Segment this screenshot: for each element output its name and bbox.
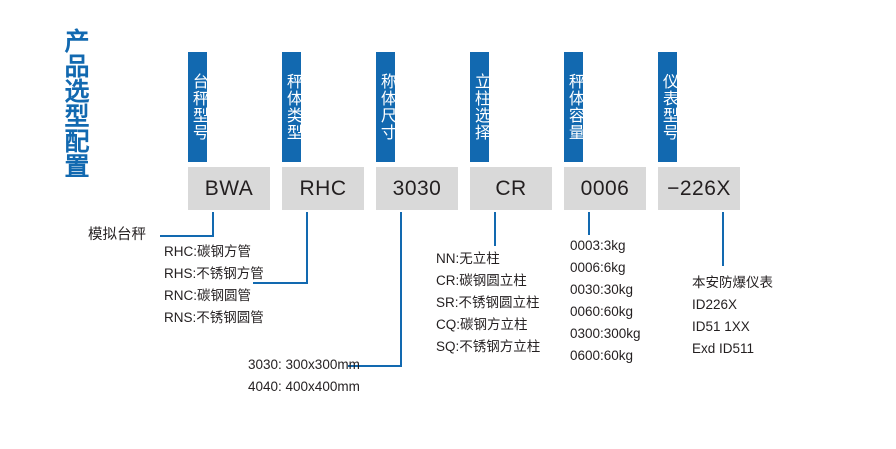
connector-line-2-horizontal	[253, 282, 308, 284]
connector-line-6-vertical	[722, 212, 724, 266]
connector-line-2-vertical	[306, 212, 308, 284]
column-value-body-type: RHC	[282, 167, 364, 210]
column-value-post: CR	[470, 167, 552, 210]
spec-column-1: 台秤型号 BWA	[188, 52, 270, 210]
column-header-size: 称体尺寸	[376, 52, 395, 162]
note-posts: NN:无立柱 CR:碳钢圆立柱 SR:不锈钢圆立柱 CQ:碳钢方立柱 SQ:不锈…	[436, 251, 541, 354]
column-header-body-type: 秤体类型	[282, 52, 301, 162]
column-value-instrument: −226X	[658, 167, 740, 210]
spec-column-4: 立柱选择 CR	[470, 52, 552, 210]
column-header-capacity: 秤体容量	[564, 52, 583, 162]
note-capacities: 0003:3kg 0006:6kg 0030:30kg 0060:60kg 03…	[570, 238, 641, 363]
connector-line-3-vertical	[400, 212, 402, 367]
column-value-capacity: 0006	[564, 167, 646, 210]
note-body-types: RHC:碳钢方管 RHS:不锈钢方管 RNC:碳钢圆管 RNS:不锈钢圆管	[164, 244, 264, 325]
spec-column-2: 秤体类型 RHC	[282, 52, 364, 210]
connector-line-3-horizontal	[348, 365, 402, 367]
column-header-post: 立柱选择	[470, 52, 489, 162]
column-value-size: 3030	[376, 167, 458, 210]
note-instruments: 本安防爆仪表 ID226X ID51 1XX Exd ID511	[692, 275, 773, 356]
spec-column-6: 仪表型号 −226X	[658, 52, 740, 210]
column-header-instrument: 仪表型号	[658, 52, 677, 162]
column-value-model: BWA	[188, 167, 270, 210]
connector-line-1-horizontal	[160, 235, 214, 237]
connector-line-5-vertical	[588, 212, 590, 235]
column-header-model: 台秤型号	[188, 52, 207, 162]
spec-column-5: 秤体容量 0006	[564, 52, 646, 210]
connector-line-1-vertical	[212, 212, 214, 237]
note-analog-scale: 模拟台秤	[88, 227, 146, 243]
page-title: 产品选型配置	[61, 28, 89, 178]
spec-column-3: 称体尺寸 3030	[376, 52, 458, 210]
connector-line-4-vertical	[494, 212, 496, 246]
note-sizes: 3030: 300x300mm 4040: 400x400mm	[248, 357, 360, 394]
